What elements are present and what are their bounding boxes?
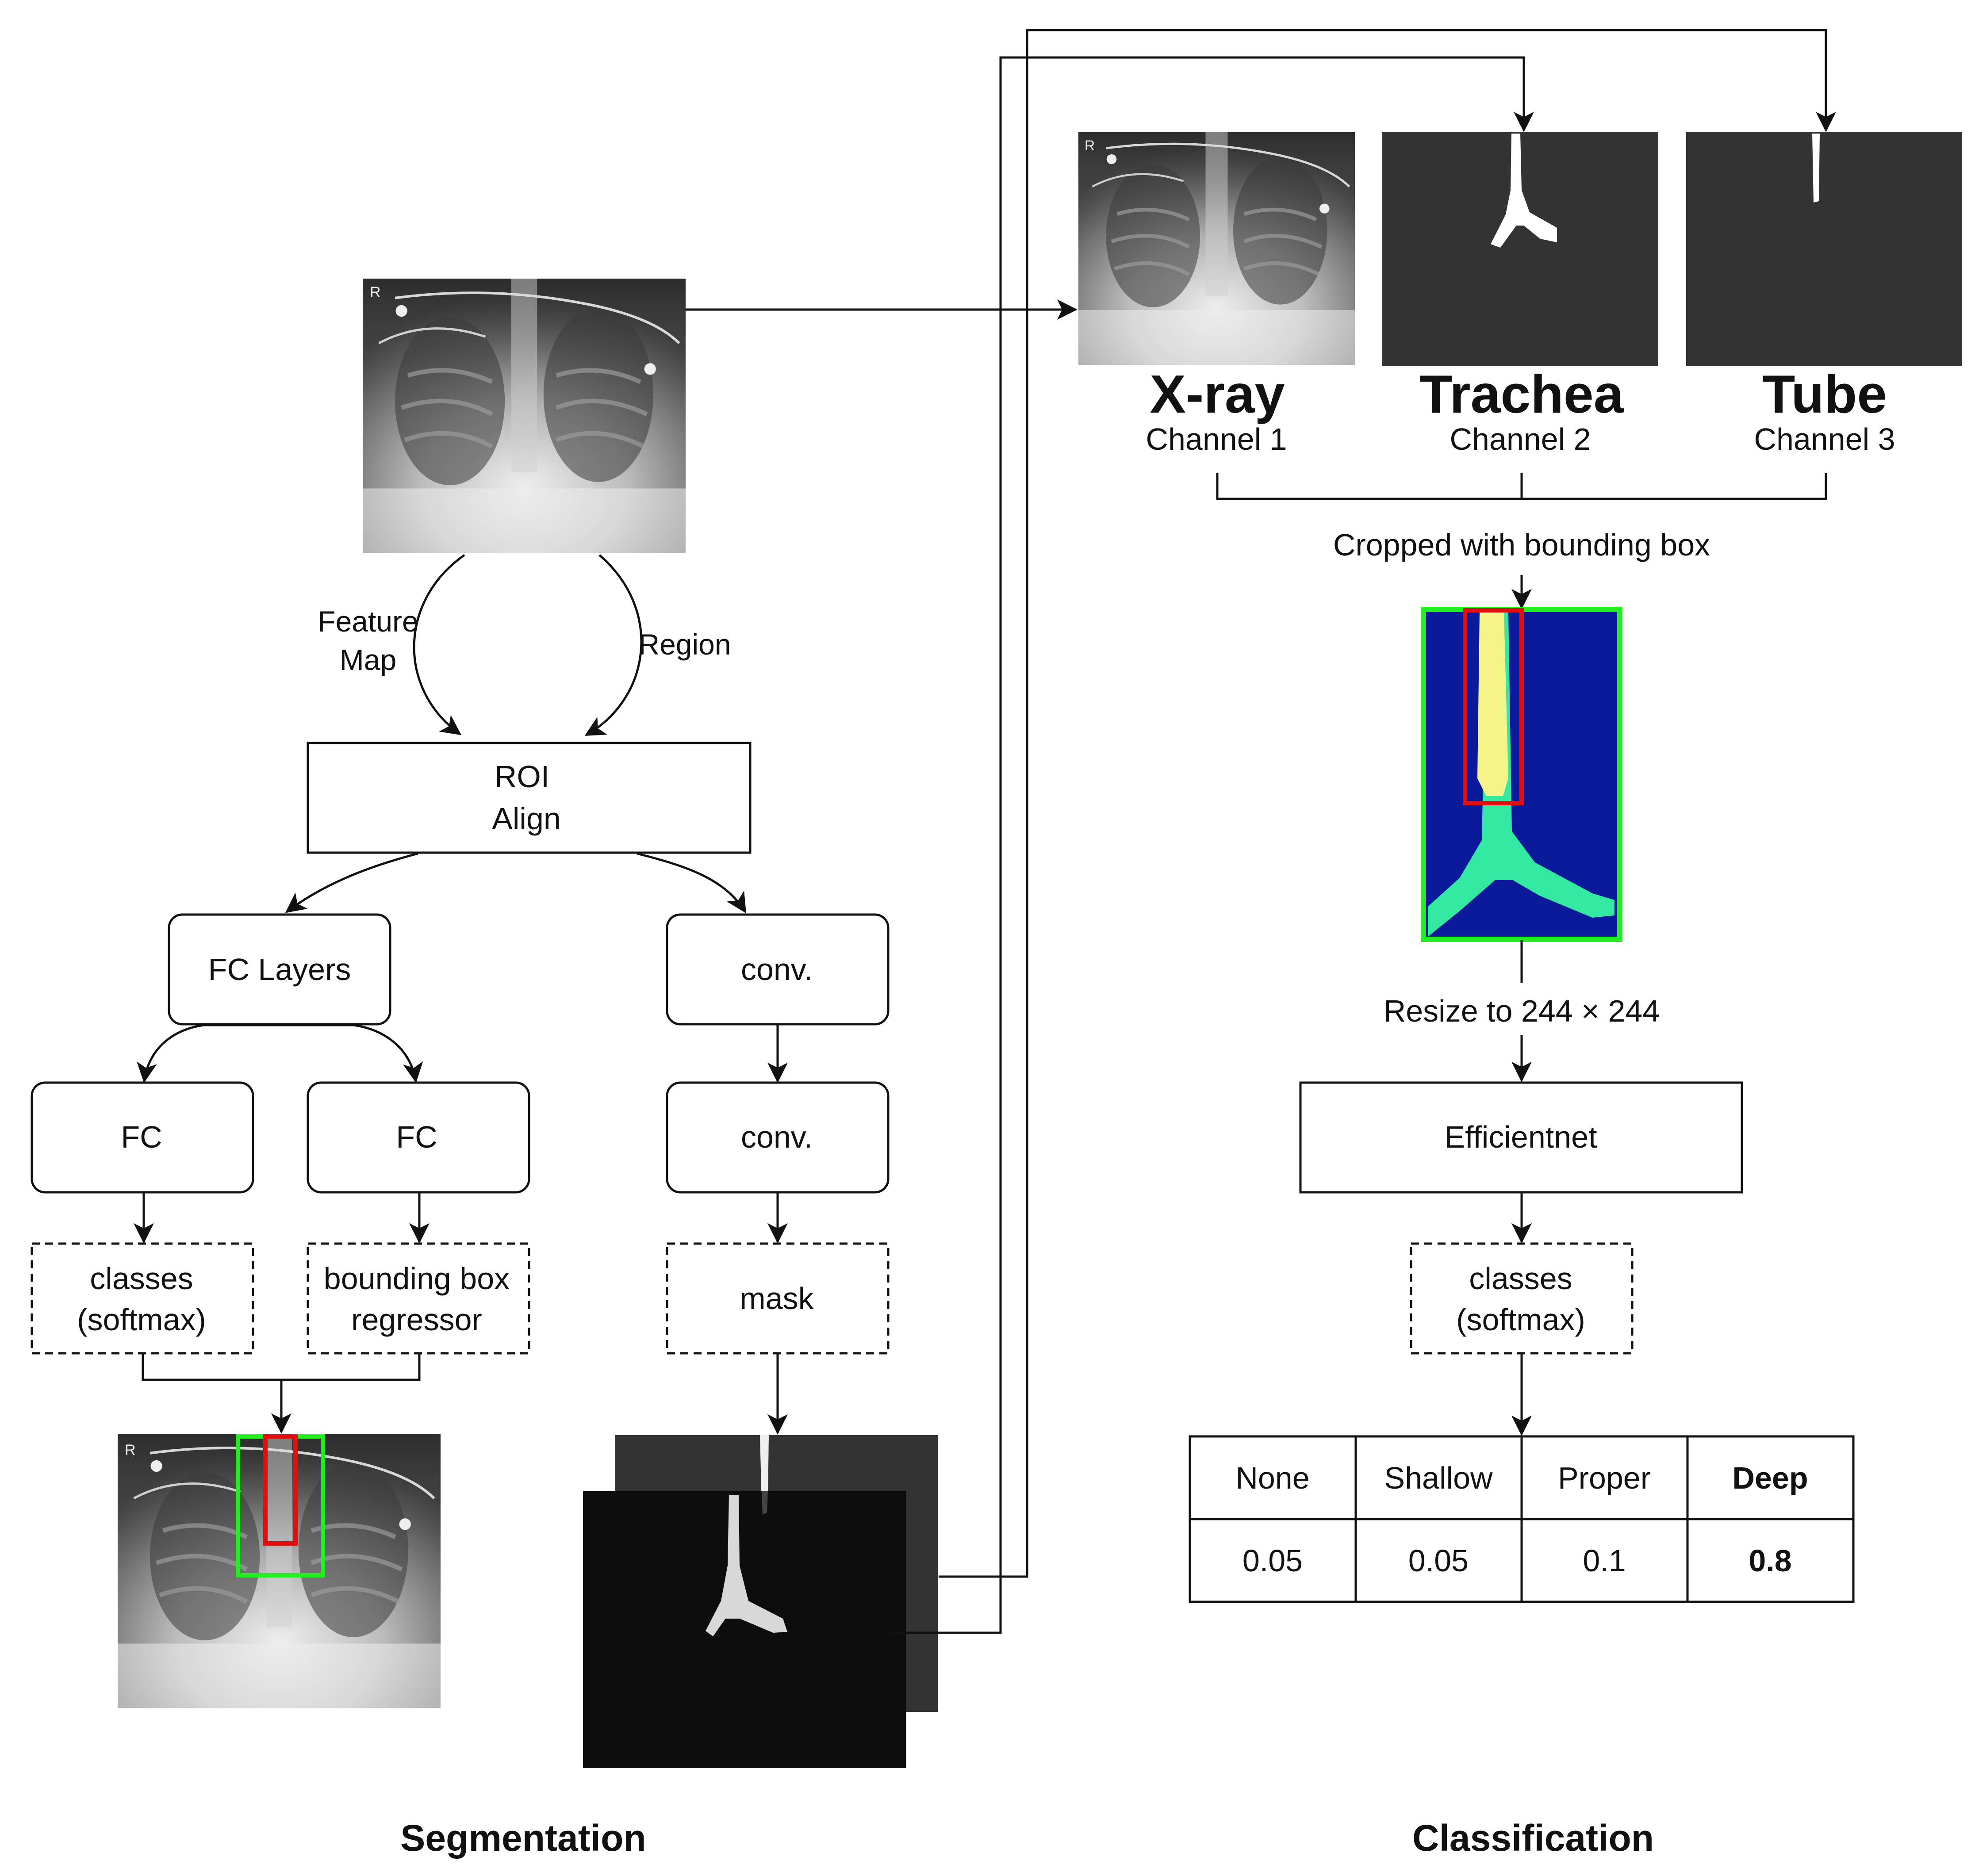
channel1-title: X-ray (1150, 364, 1285, 424)
feature-map-arrow (413, 554, 465, 735)
table-value-proper: 0.1 (1583, 1543, 1626, 1578)
channel3-subtitle: Channel 3 (1754, 422, 1895, 456)
roi-align-box (307, 742, 752, 854)
tube-mask-to-channel3-arrow (939, 29, 1836, 1578)
seg-classes-line1: classes (90, 1261, 193, 1296)
efficientnet-box (1299, 1081, 1743, 1194)
channel3-title: Tube (1762, 364, 1887, 424)
table-value-deep: 0.8 (1749, 1543, 1791, 1578)
channels-merge-bracket (1216, 473, 1827, 500)
table-value-none: 0.05 (1243, 1543, 1303, 1578)
red-bounding-box (263, 1434, 298, 1546)
cls-classes-line1: classes (1469, 1261, 1572, 1296)
detection-xray-marker: R (125, 1442, 136, 1459)
region-arrow (584, 554, 643, 736)
feature-map-label-line1: Feature (318, 605, 418, 638)
roi-to-fclayers-arrow (285, 852, 418, 913)
detection-xray-image (118, 1434, 441, 1708)
mask-label: mask (740, 1281, 814, 1316)
channel1-xray-marker: R (1085, 138, 1095, 153)
input-xray-image (363, 279, 686, 553)
bbox-regressor-box (307, 1242, 530, 1355)
conv1-label: conv. (741, 952, 813, 987)
segmentation-title: Segmentation (400, 1817, 646, 1859)
feature-map-label-line2: Map (340, 643, 396, 676)
channel2-trachea-image (1382, 132, 1658, 366)
conv2-box (666, 1081, 890, 1194)
mask-box (666, 1242, 890, 1355)
cls-classes-box (1410, 1242, 1634, 1355)
bbox-regressor-line2: regressor (351, 1302, 482, 1337)
fc-left-box (31, 1081, 254, 1194)
cropped-heatmap-image (1421, 607, 1622, 942)
fc-left-label: FC (121, 1120, 162, 1154)
xray-marker: R (370, 284, 381, 301)
channel1-subtitle: Channel 1 (1146, 422, 1287, 456)
efficientnet-label: Efficientnet (1444, 1120, 1597, 1154)
table-header-deep: Deep (1732, 1461, 1808, 1495)
conv1-box (666, 913, 890, 1026)
table-header-none: None (1235, 1461, 1309, 1495)
roi-align-line1: ROI (495, 759, 549, 794)
fc-layers-label: FC Layers (208, 952, 351, 987)
seg-classes-line2: (softmax) (77, 1302, 206, 1337)
conv2-label: conv. (741, 1120, 813, 1154)
fc-right-label: FC (396, 1120, 437, 1154)
fc-right-box (307, 1081, 530, 1194)
channel2-title: Trachea (1419, 364, 1624, 424)
trachea-mask-to-channel2-arrow (889, 56, 1534, 1634)
trachea-mask-layer (583, 1491, 906, 1768)
resize-label: Resize to 244 × 244 (1384, 994, 1660, 1028)
cls-classes-line2: (softmax) (1456, 1302, 1585, 1337)
channel3-tube-image (1686, 132, 1962, 366)
crop-label: Cropped with bounding box (1333, 528, 1710, 562)
roi-align-line2: Align (492, 801, 561, 836)
table-value-shallow: 0.05 (1408, 1543, 1469, 1578)
channel1-xray-image (1078, 132, 1355, 365)
fclayers-to-fc-left-arrow (137, 1024, 204, 1083)
seg-classes-box (31, 1242, 254, 1355)
roi-to-conv-arrow (637, 852, 747, 914)
detection-merge-bracket (142, 1354, 421, 1381)
bbox-regressor-line1: bounding box (324, 1261, 510, 1296)
classification-title: Classification (1412, 1817, 1654, 1859)
table-header-shallow: Shallow (1384, 1461, 1493, 1495)
table-header-proper: Proper (1558, 1461, 1651, 1495)
results-table: None Shallow Proper Deep 0.05 0.05 0.1 0… (1189, 1435, 1855, 1603)
region-label: Region (638, 628, 731, 661)
crop-red-box (1463, 608, 1524, 805)
channel2-subtitle: Channel 2 (1450, 422, 1591, 456)
fclayers-to-fc-right-arrow (353, 1024, 423, 1083)
